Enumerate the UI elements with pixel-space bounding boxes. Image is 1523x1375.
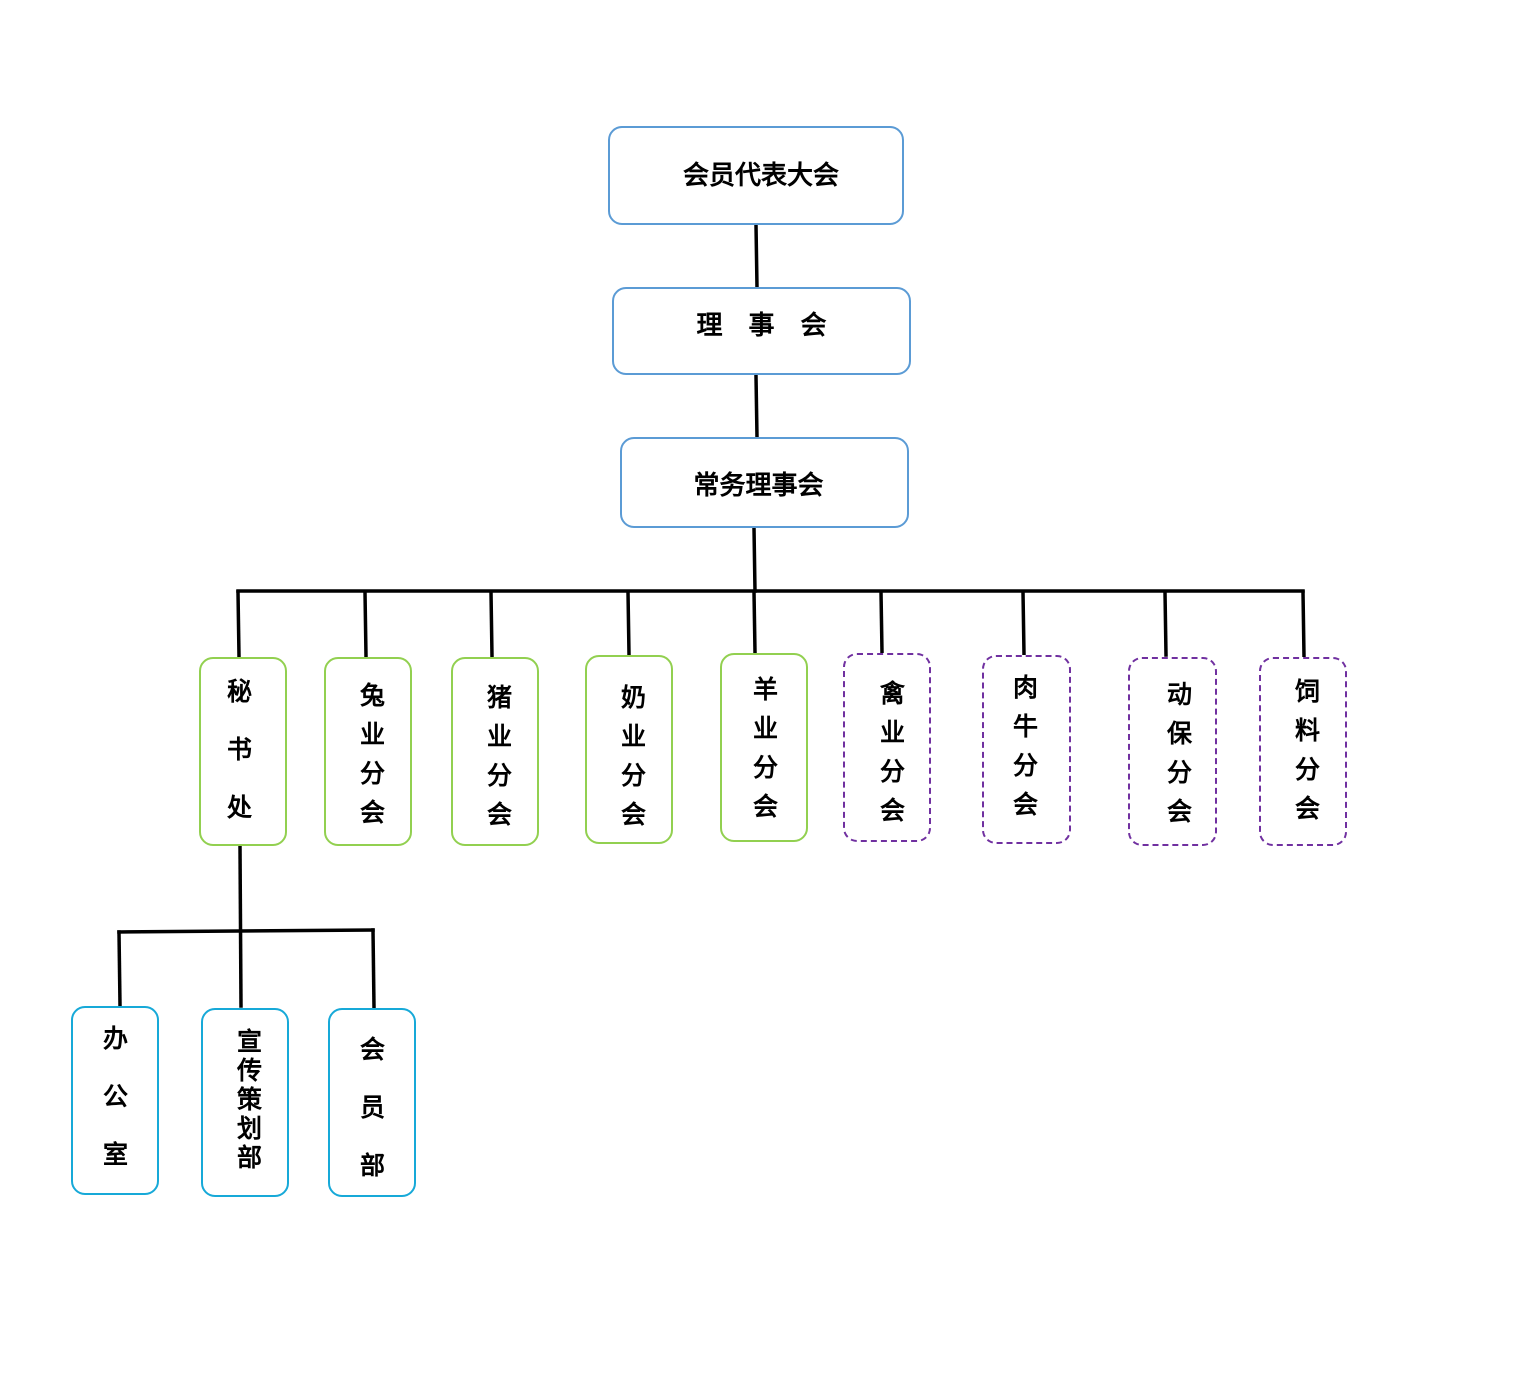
node-animal-health-branch: 动保分会 xyxy=(1128,657,1217,846)
secretariat-bus-line xyxy=(117,928,375,934)
node-label: 办公室 xyxy=(99,1024,129,1199)
node-rabbit-branch: 兔业分会 xyxy=(324,657,412,846)
node-label: 猪业分会 xyxy=(483,683,513,840)
node-beef-cattle-branch: 肉牛分会 xyxy=(982,655,1071,844)
node-council: 理 事 会 xyxy=(612,287,911,375)
connector-standing-to-bus xyxy=(752,526,757,593)
connector-secretariat-down xyxy=(238,844,243,1008)
connector-drop-sheep xyxy=(752,590,757,654)
node-label: 会员部 xyxy=(356,1035,386,1210)
node-general-office: 办公室 xyxy=(71,1006,159,1199)
node-sheep-branch: 羊业分会 xyxy=(720,653,808,842)
node-standing-council: 常务理事会 xyxy=(620,437,909,528)
node-general-assembly: 会员代表大会 xyxy=(608,126,904,225)
connector-drop-member-dept xyxy=(371,928,376,1009)
node-label: 常务理事会 xyxy=(693,471,824,501)
connector-drop-pig xyxy=(489,590,494,658)
node-label: 动保分会 xyxy=(1163,680,1193,837)
connector-drop-office xyxy=(117,930,122,1007)
node-label: 秘书处 xyxy=(223,677,253,852)
node-pig-branch: 猪业分会 xyxy=(451,657,539,846)
node-secretariat: 秘书处 xyxy=(199,657,287,852)
connector-drop-feed xyxy=(1301,590,1306,658)
node-label: 饲料分会 xyxy=(1291,677,1321,834)
node-publicity-planning-dept: 宣传策划部 xyxy=(201,1008,289,1197)
connector-drop-dairy xyxy=(626,590,631,656)
connector-drop-poultry xyxy=(879,590,884,654)
node-label: 肉牛分会 xyxy=(1009,673,1039,830)
connector-top-to-council xyxy=(754,223,759,289)
connector-drop-rabbit xyxy=(363,590,368,658)
connector-drop-secretariat xyxy=(236,590,241,658)
node-poultry-branch: 禽业分会 xyxy=(843,653,931,842)
node-label: 宣传策划部 xyxy=(233,1027,263,1173)
connector-council-to-standing xyxy=(754,374,759,439)
connector-drop-beef xyxy=(1021,590,1026,656)
connector-drop-animal-health xyxy=(1163,590,1168,657)
node-dairy-branch: 奶业分会 xyxy=(585,655,673,844)
node-membership-dept: 会员部 xyxy=(328,1008,416,1210)
node-label: 奶业分会 xyxy=(617,683,647,840)
node-label: 兔业分会 xyxy=(356,681,386,838)
node-label: 理 事 会 xyxy=(696,311,827,341)
node-label: 禽业分会 xyxy=(876,679,906,836)
node-label: 会员代表大会 xyxy=(682,160,839,191)
node-label: 羊业分会 xyxy=(749,675,779,832)
node-feed-branch: 饲料分会 xyxy=(1259,657,1347,846)
